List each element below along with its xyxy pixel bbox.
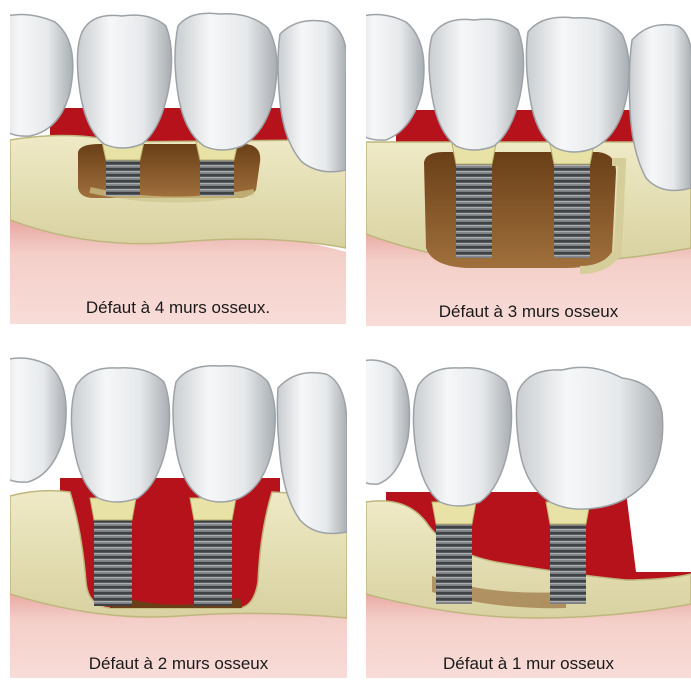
illustration-4-wall: [10, 12, 346, 324]
implant-1: [456, 162, 492, 258]
caption: Défaut à 3 murs osseux: [366, 302, 691, 322]
illustration-2-wall: [10, 352, 347, 678]
caption: Défaut à 1 mur osseux: [366, 654, 691, 674]
panel-1-wall-defect: Défaut à 1 mur osseux: [366, 352, 691, 678]
implant-2: [200, 158, 234, 196]
panel-3-wall-defect: Défaut à 3 murs osseux: [366, 12, 691, 326]
illustration-1-wall: [366, 352, 691, 678]
illustration-3-wall: [366, 12, 691, 326]
implant-1: [106, 158, 140, 196]
implant-1: [436, 522, 472, 604]
panel-2-wall-defect: Défaut à 2 murs osseux: [10, 352, 347, 678]
caption: Défaut à 2 murs osseux: [10, 654, 347, 674]
implant-1: [94, 518, 132, 606]
implant-2: [194, 518, 232, 606]
panel-4-wall-defect: Défaut à 4 murs osseux.: [10, 12, 346, 324]
implant-2: [554, 162, 590, 258]
crown-2: [516, 367, 662, 509]
caption: Défaut à 4 murs osseux.: [10, 298, 346, 318]
implant-2: [550, 522, 586, 604]
